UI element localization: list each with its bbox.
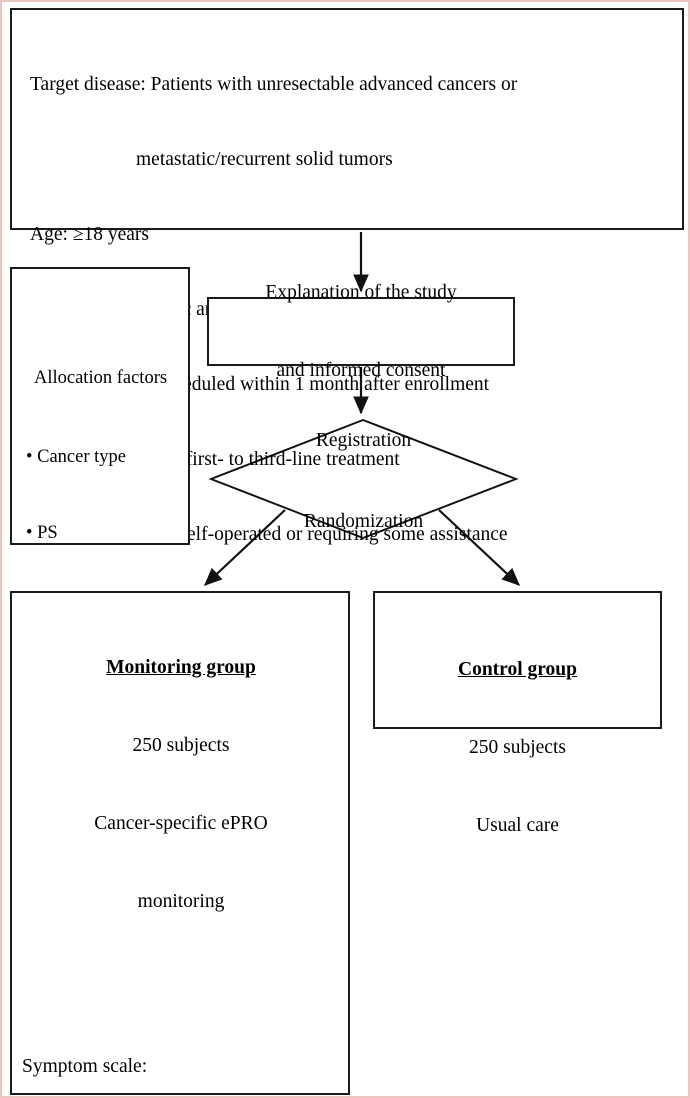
randomization-label: Registration Randomization xyxy=(210,419,517,539)
monitoring-group-intervention-line-1: Cancer-specific ePRO xyxy=(94,813,268,834)
control-group-text: Control group 250 subjects Usual care xyxy=(381,605,654,891)
control-group-heading: Control group xyxy=(457,659,577,680)
randomization-node: Registration Randomization xyxy=(210,419,517,539)
allocation-factors-box: Allocation factors • Cancer type • PS • … xyxy=(10,267,190,849)
explanation-consent-box: Explanation of the study and informed co… xyxy=(207,282,515,381)
monitoring-group-box: Monitoring group 250 subjects Cancer-spe… xyxy=(10,591,350,1095)
eligibility-criteria-box: Target disease: Patients with unresectab… xyxy=(10,8,684,545)
allocation-item-cancer-type: • Cancer type xyxy=(26,446,126,467)
explanation-line-1: Explanation of the study xyxy=(265,281,457,303)
randomization-line-1: Registration xyxy=(315,430,412,451)
monitoring-group-heading: Monitoring group xyxy=(106,657,256,678)
eligibility-line-1: Target disease: Patients with unresectab… xyxy=(30,74,518,95)
monitoring-group-text: Monitoring group 250 subjects Cancer-spe… xyxy=(22,603,340,1096)
eligibility-line-3: Age: ≥18 years xyxy=(30,224,149,245)
allocation-item-ps: • PS xyxy=(26,523,58,543)
symptom-scale-label: Symptom scale: xyxy=(22,1056,148,1077)
randomization-line-2: Randomization xyxy=(303,511,424,532)
eligibility-line-6: as the first- to third-line treatment xyxy=(136,449,400,470)
control-group-subjects: 250 subjects xyxy=(469,737,566,758)
randomization-text: Registration Randomization xyxy=(304,373,423,589)
eligibility-line-5: or scheduled within 1 month after enroll… xyxy=(136,374,490,395)
symptom-scale-group: Symptom scale: PRO-CTCAE (approximately … xyxy=(22,1002,340,1096)
explanation-line-2: and informed consent xyxy=(276,359,446,381)
monitoring-group-subjects: 250 subjects xyxy=(132,735,230,756)
eligibility-line-2: metastatic/recurrent solid tumors xyxy=(136,149,393,170)
monitoring-group-intervention-line-2: monitoring xyxy=(137,891,225,912)
control-group-box: Control group 250 subjects Usual care xyxy=(373,591,662,836)
control-group-care: Usual care xyxy=(476,815,559,836)
allocation-title: Allocation factors xyxy=(34,368,168,388)
explanation-text: Explanation of the study and informed co… xyxy=(265,228,456,436)
